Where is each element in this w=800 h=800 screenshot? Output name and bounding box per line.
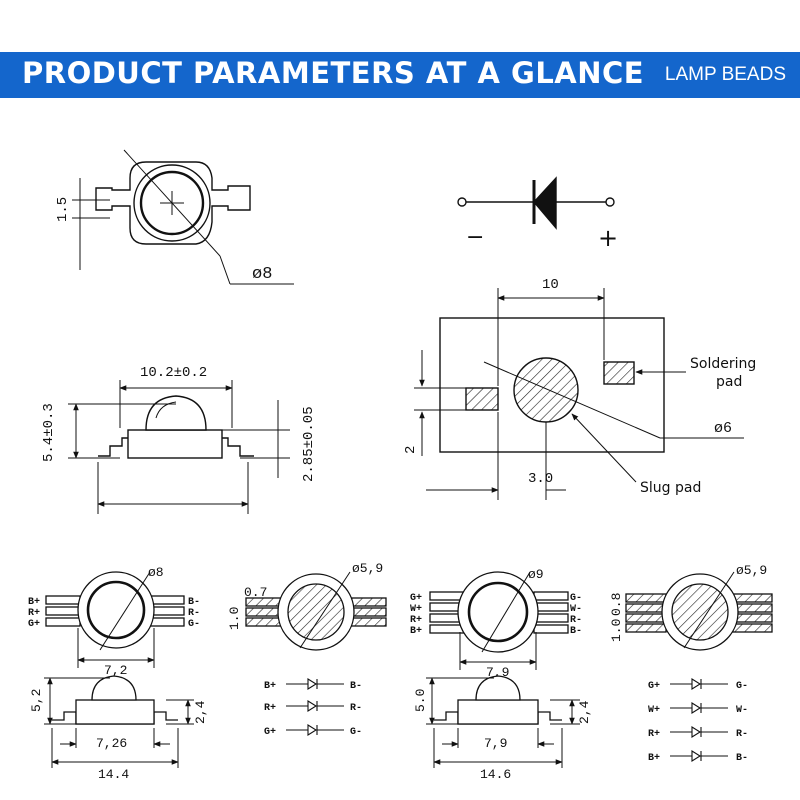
rgbw-schematic-right-1: G- [736,681,748,692]
rgbw-schematic-right-4: B- [736,753,748,764]
rgbw-back-pin-pitch-dim: 0.8 [609,593,624,616]
rgb-back-view [245,571,387,651]
rgb-schematic-left-2: R+ [264,703,276,714]
rgb-front-diameter-dim: ø8 [148,565,164,580]
rgbw-pin-left-3: R+ [410,615,422,626]
top-view-height-dim: 1.5 [55,197,71,222]
rgbw-schematic-left-4: B+ [648,753,660,764]
rgb-pin-right-1: B- [188,597,200,608]
soldering-pad-label-line2: pad [716,374,742,390]
rgb-back-diameter-dim: ø5,9 [352,561,383,576]
rgb-side-lens-dim: 2,4 [193,700,208,724]
category-label: LAMP BEADS [664,64,786,85]
rgb-back-pin-width-dim: 1.0 [227,607,242,630]
rgbw-side-view [426,675,580,768]
side-view-lens-dim: 2.85±0.05 [301,406,317,482]
pad-width-dim: 10 [542,277,559,293]
rgb-schematic-right-3: G- [350,727,362,738]
rgbw-front-diameter-dim: ø9 [528,567,544,582]
side-view-drawing [68,380,290,514]
pad-height-dim: 2 [403,446,419,454]
rgb-back-pin-pitch-dim: 0.7 [244,585,267,600]
side-view-height-dim: 5.4±0.3 [41,403,57,462]
rgb-schematic-left-3: G+ [264,727,276,738]
rgb-pin-right-3: G- [188,619,200,630]
rgb-pin-left-2: R+ [28,608,40,619]
rgbw-side-inner-dim: 7,9 [484,736,507,751]
side-view-width-dim: 10.2±0.2 [140,365,207,381]
rgbw-schematic-left-3: R+ [648,729,660,740]
rgb-schematic-left-1: B+ [264,681,276,692]
rgbw-schematic [670,678,728,762]
rgbw-back-diameter-dim: ø5,9 [736,563,767,578]
pad-layout-drawing [414,288,744,500]
page-title: PRODUCT PARAMETERS AT A GLANCE [22,56,645,90]
rgbw-pin-right-1: G- [570,593,582,604]
rgbw-pin-right-3: R- [570,615,582,626]
rgb-side-inner-dim: 7,26 [96,736,127,751]
top-view-drawing [72,149,294,285]
rgb-pin-left-1: B+ [28,597,40,608]
rgb-pin-right-2: R- [188,608,200,619]
rgb-schematic [286,678,344,736]
pad-offset-dim: 3.0 [528,471,553,487]
rgbw-back-pin-width-dim: 1.0 [609,619,624,642]
rgb-schematic-right-2: R- [350,703,362,714]
rgbw-pin-right-2: W- [570,604,582,615]
soldering-pad-label-line1: Soldering [690,356,756,372]
rgbw-side-lens-dim: 2,4 [577,700,592,724]
rgbw-pin-left-2: W+ [410,604,422,615]
rgbw-schematic-left-1: G+ [648,681,660,692]
rgbw-schematic-left-2: W+ [648,705,660,716]
rgb-front-view [45,571,185,668]
header-banner: PRODUCT PARAMETERS AT A GLANCE LAMP BEAD… [0,52,800,98]
rgb-side-height-dim: 5,2 [29,689,44,712]
slug-diameter-dim: ø6 [714,420,732,437]
rgbw-front-view [429,571,569,670]
rgb-schematic-right-1: B- [350,681,362,692]
rgbw-pin-left-4: B+ [410,626,422,637]
rgbw-schematic-right-3: R- [736,729,748,740]
diode-plus-label: + [598,224,618,252]
top-view-diameter-dim: ø8 [252,265,272,284]
diode-minus-label: − [466,225,484,250]
rgbw-side-height-dim: 5.0 [413,689,428,712]
rgb-pin-left-3: G+ [28,619,40,630]
rgbw-pin-right-4: B- [570,626,582,637]
diode-symbol [457,176,615,230]
rgb-side-view [44,675,194,768]
rgbw-back-view [625,571,773,651]
rgbw-side-outer-dim: 14.6 [480,767,511,782]
rgb-front-width-dim: 7,2 [104,663,127,678]
slug-pad-label: Slug pad [640,480,701,496]
rgb-side-outer-dim: 14.4 [98,767,129,782]
rgbw-schematic-right-2: W- [736,705,748,716]
rgbw-pin-left-1: G+ [410,593,422,604]
